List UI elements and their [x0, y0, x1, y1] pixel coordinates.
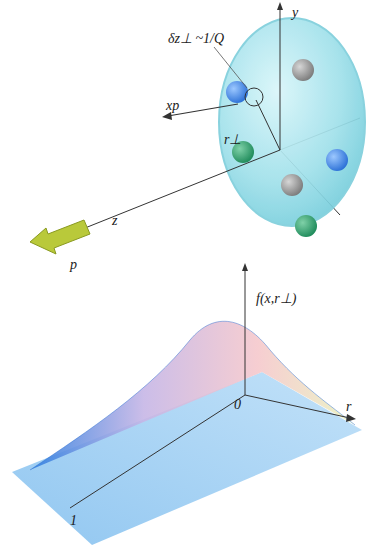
axis-label: y — [292, 6, 298, 20]
axis-label: r — [346, 400, 351, 414]
function-label: f(x,r⊥) — [256, 292, 296, 306]
axis-label: z — [112, 214, 117, 228]
tick-label: 0 — [234, 398, 241, 412]
radius-label: r⊥ — [224, 133, 241, 147]
tick-label: 1 — [70, 514, 77, 528]
scale-label: δz⊥ ~1/Q — [168, 32, 224, 46]
momentum-label: xp — [166, 99, 179, 113]
momentum-label: p — [70, 258, 77, 272]
